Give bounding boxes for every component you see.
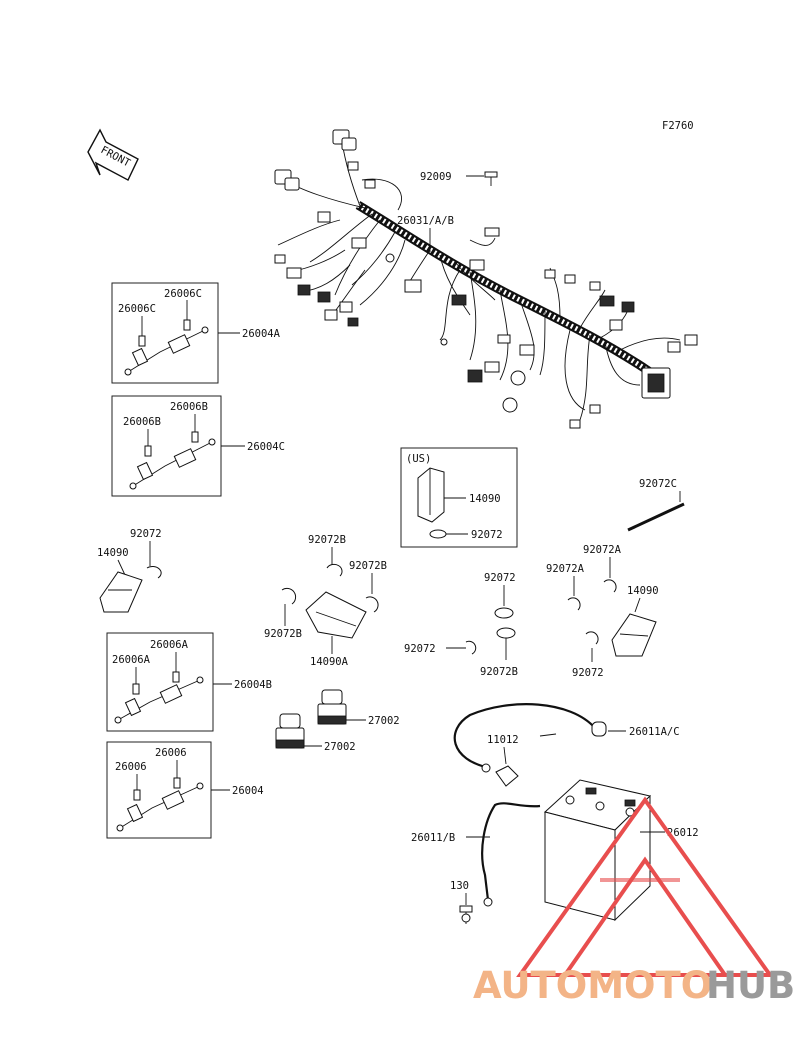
label-26006-a: 26006 bbox=[155, 747, 187, 759]
fuse-26004B bbox=[114, 652, 204, 724]
relay-27002-a bbox=[317, 689, 347, 725]
label-14090A: 14090A bbox=[310, 656, 349, 668]
label-14090-us: 14090 bbox=[469, 493, 501, 505]
clamp-92072-us bbox=[429, 529, 447, 539]
cap-11012 bbox=[495, 765, 519, 787]
clamp-92072A-1 bbox=[603, 579, 617, 593]
label-92072B-2: 92072B bbox=[349, 560, 387, 572]
label-92072C: 92072C bbox=[639, 478, 677, 490]
clamp-92072-m1 bbox=[494, 607, 514, 619]
bolt-130 bbox=[459, 905, 473, 924]
figure-id: F2760 bbox=[662, 120, 694, 132]
label-26006C-a: 26006C bbox=[164, 288, 202, 300]
label-26012: 26012 bbox=[667, 827, 699, 839]
cover-14090-l bbox=[99, 571, 143, 613]
label-92072-m1: 92072 bbox=[484, 572, 516, 584]
label-26011A-C: 26011A/C bbox=[629, 726, 680, 738]
relay-27002-b bbox=[275, 713, 305, 749]
watermark-logo: AUTOMOTO HUB bbox=[473, 796, 795, 1007]
fuse-26004C bbox=[129, 414, 216, 490]
label-26004B: 26004B bbox=[234, 679, 272, 691]
cover-14090A bbox=[305, 591, 367, 639]
fuse-26004 bbox=[116, 760, 204, 832]
label-14090-l: 14090 bbox=[97, 547, 129, 559]
wiring-harness bbox=[274, 129, 698, 429]
clamp-92072B-2 bbox=[365, 596, 379, 613]
label-26011-B: 26011/B bbox=[411, 832, 455, 844]
terminal-cap bbox=[591, 721, 607, 737]
cable-26011-B bbox=[481, 802, 541, 901]
label-92072-m2: 92072 bbox=[404, 643, 436, 655]
label-11012: 11012 bbox=[487, 734, 519, 746]
label-26006A-b: 26006A bbox=[112, 654, 151, 666]
label-92072A-2: 92072A bbox=[546, 563, 585, 575]
clamp-92072B-1 bbox=[326, 563, 343, 577]
clamp-92072-l1 bbox=[146, 566, 162, 579]
label-92072B-1: 92072B bbox=[308, 534, 346, 546]
label-26006-b: 26006 bbox=[115, 761, 147, 773]
label-92072A-1: 92072A bbox=[583, 544, 622, 556]
watermark-text-1: AUTOMOTO bbox=[473, 964, 712, 1007]
label-26004C: 26004C bbox=[247, 441, 285, 453]
cable-26011A-C bbox=[453, 703, 596, 770]
label-26006B-b: 26006B bbox=[123, 416, 161, 428]
us-note: (US) bbox=[406, 453, 431, 465]
clamp-92072A-2 bbox=[567, 597, 581, 611]
battery-26012 bbox=[543, 779, 652, 922]
watermark-text-2: HUB bbox=[706, 964, 795, 1007]
clamp-92072-r bbox=[585, 631, 599, 645]
label-26006B-a: 26006B bbox=[170, 401, 208, 413]
band-92072C bbox=[627, 502, 685, 532]
bolt-92009 bbox=[484, 171, 498, 186]
label-26006A-a: 26006A bbox=[150, 639, 189, 651]
label-92009: 92009 bbox=[420, 171, 452, 183]
cover-14090-us bbox=[417, 467, 445, 523]
clamp-92072-m2 bbox=[465, 640, 477, 655]
label-92072-us: 92072 bbox=[471, 529, 503, 541]
label-26006C-b: 26006C bbox=[118, 303, 156, 315]
clamp-92072B-m bbox=[496, 627, 516, 639]
label-27002-a: 27002 bbox=[368, 715, 400, 727]
front-arrow-icon: FRONT bbox=[87, 128, 139, 181]
watermark-triangle-icon bbox=[516, 796, 774, 977]
label-27002-b: 27002 bbox=[324, 741, 356, 753]
label-92072-r: 92072 bbox=[572, 667, 604, 679]
label-26031: 26031/A/B bbox=[397, 215, 454, 227]
label-92072-l1: 92072 bbox=[130, 528, 162, 540]
label-26004A: 26004A bbox=[242, 328, 281, 340]
clamp-92072B-3 bbox=[281, 587, 297, 605]
label-130: 130 bbox=[450, 880, 469, 892]
label-14090-r: 14090 bbox=[627, 585, 659, 597]
label-92072B-m: 92072B bbox=[480, 666, 518, 678]
label-26004: 26004 bbox=[232, 785, 264, 797]
label-92072B-3: 92072B bbox=[264, 628, 302, 640]
fuse-26004A bbox=[124, 300, 209, 376]
